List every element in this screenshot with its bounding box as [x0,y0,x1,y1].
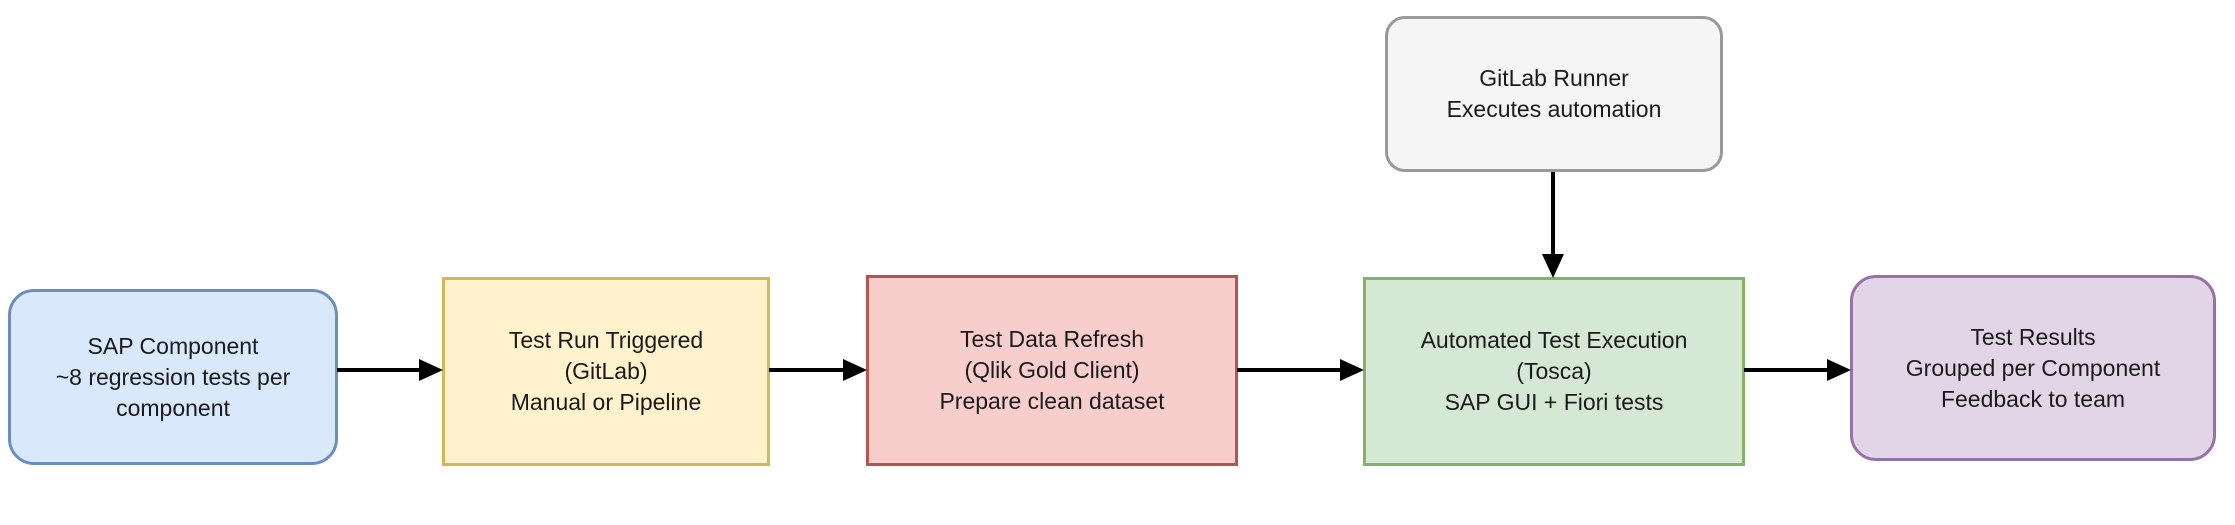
node-test-data-refresh: Test Data Refresh (Qlik Gold Client) Pre… [866,275,1238,466]
node-gitlab-runner: GitLab Runner Executes automation [1385,16,1723,172]
node-label-line: component [116,394,230,421]
node-sap-component-label: SAP Component ~8 regression tests per co… [56,331,291,424]
arrow-shaft [337,368,427,372]
node-label-line: (Qlik Gold Client) [964,357,1140,383]
node-label-line: Executes automation [1446,96,1662,122]
node-label-line: Test Results [1970,323,2096,350]
arrow-shaft [1237,368,1348,372]
node-automated-test-execution: Automated Test Execution (Tosca) SAP GUI… [1363,277,1745,466]
arrow-shaft [769,368,851,372]
node-test-run-triggered: Test Run Triggered (GitLab) Manual or Pi… [442,277,770,466]
node-label-line: (Tosca) [1516,358,1592,384]
node-automated-test-execution-label: Automated Test Execution (Tosca) SAP GUI… [1421,325,1688,418]
node-label-line: GitLab Runner [1479,65,1629,91]
node-test-results: Test Results Grouped per Component Feedb… [1850,275,2216,461]
arrowhead-right-icon [1340,359,1364,381]
node-label-line: Test Run Triggered [508,327,704,353]
node-test-run-triggered-label: Test Run Triggered (GitLab) Manual or Pi… [509,325,703,418]
arrow-trigger-to-refresh [769,355,867,385]
node-label-line: SAP Component [87,332,259,359]
node-label-line: (GitLab) [564,358,648,384]
arrow-execution-to-results [1744,355,1851,385]
arrowhead-right-icon [1827,359,1851,381]
arrow-shaft [1551,172,1555,262]
node-label-line: Manual or Pipeline [510,389,702,415]
arrowhead-right-icon [843,359,867,381]
arrow-refresh-to-execution [1237,355,1364,385]
arrowhead-right-icon [419,359,443,381]
node-test-results-label: Test Results Grouped per Component Feedb… [1906,322,2160,415]
node-label-line: Test Data Refresh [959,326,1145,352]
node-label-line: Automated Test Execution [1420,327,1688,353]
arrow-component-to-trigger [337,355,443,385]
node-sap-component: SAP Component ~8 regression tests per co… [8,289,338,465]
node-label-line: SAP GUI + Fiori tests [1444,389,1664,415]
node-label-line: Grouped per Component [1905,354,2161,381]
node-label-line: Prepare clean dataset [939,388,1165,414]
arrow-shaft [1744,368,1835,372]
arrow-runner-to-execution [1538,172,1568,278]
node-label-line: Feedback to team [1940,385,2126,412]
node-gitlab-runner-label: GitLab Runner Executes automation [1447,63,1662,125]
node-test-data-refresh-label: Test Data Refresh (Qlik Gold Client) Pre… [939,324,1164,417]
node-label-line: ~8 regression tests per [55,363,291,390]
arrowhead-down-icon [1542,254,1564,278]
